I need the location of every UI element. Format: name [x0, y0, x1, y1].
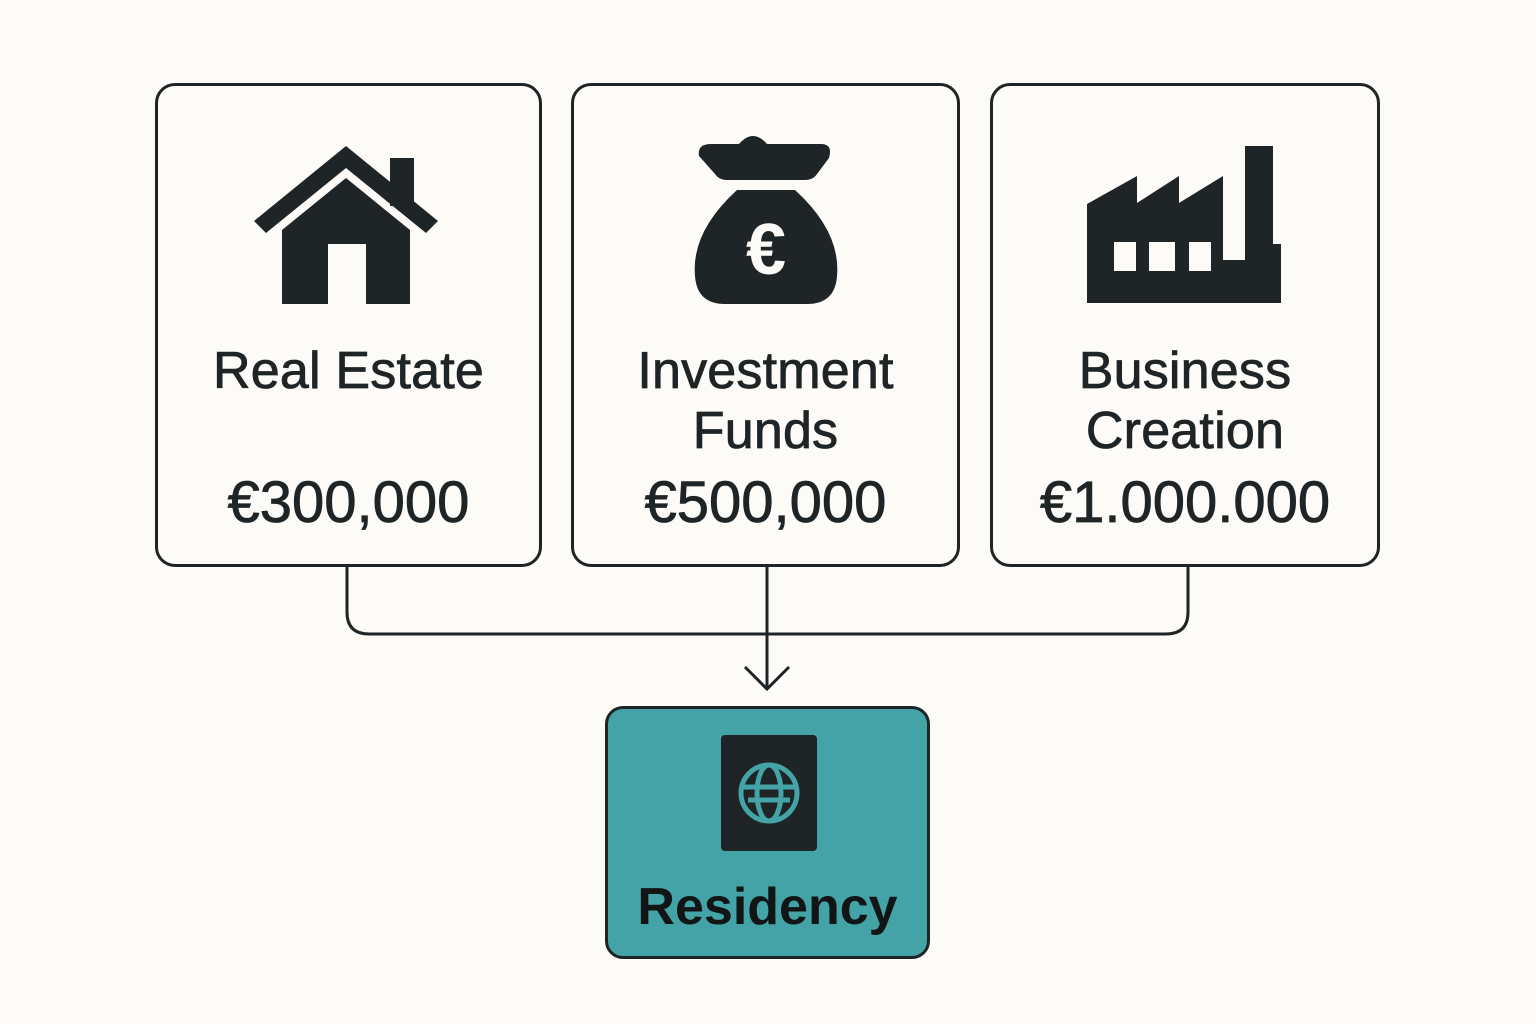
- option-amount: €500,000: [644, 470, 887, 535]
- option-title: Investment Funds: [637, 342, 894, 461]
- money-bag-euro-icon: €: [574, 136, 957, 306]
- option-title: Real Estate: [212, 342, 485, 401]
- house-icon: [158, 136, 539, 306]
- option-card-investment-funds: € Investment Funds €500,000: [571, 83, 960, 567]
- residency-label: Residency: [637, 878, 898, 936]
- factory-icon: [993, 136, 1377, 306]
- svg-text:€: €: [745, 210, 785, 290]
- option-card-business-creation: Business Creation €1.000.000: [990, 83, 1380, 567]
- passport-globe-icon: [721, 735, 817, 851]
- option-card-real-estate: Real Estate €300,000: [155, 83, 542, 567]
- option-amount: €300,000: [227, 470, 470, 535]
- residency-box: Residency: [605, 706, 930, 959]
- arrow-head-icon: [743, 665, 791, 692]
- option-title: Business Creation: [1078, 342, 1292, 461]
- option-amount: €1.000.000: [1039, 470, 1331, 535]
